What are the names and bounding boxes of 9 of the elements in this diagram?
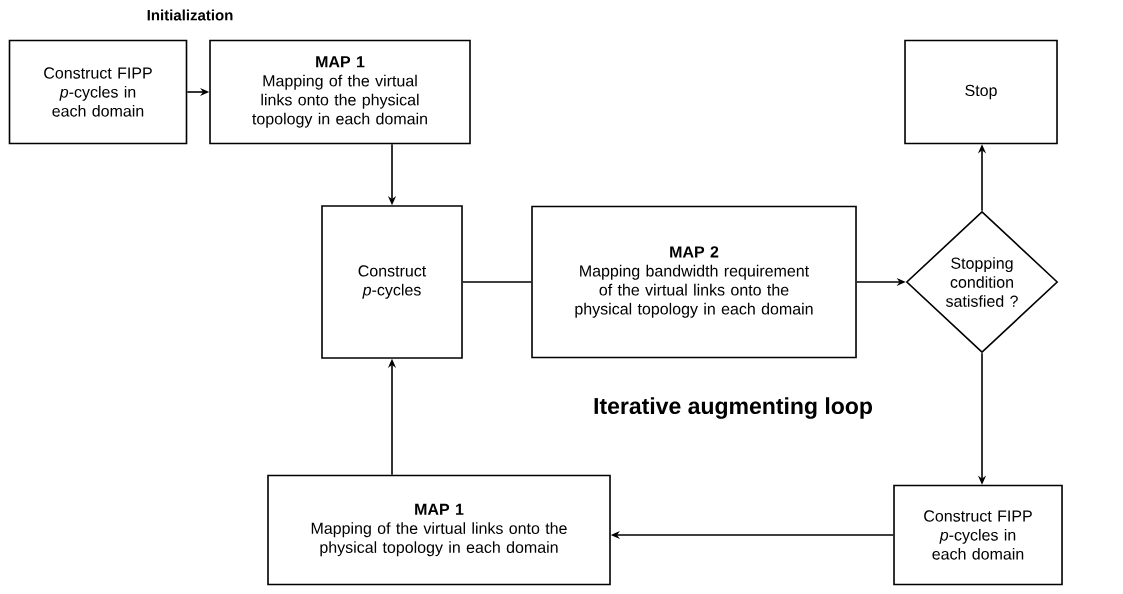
process-box: Construct FIPP p-cycles in each domain [893,484,1063,586]
section-heading: Iterative augmenting loop [594,397,872,419]
process-box: MAP 2 Mapping bandwidth requirement of the virtual links onto the physical topology in each domain [531,205,857,359]
process-box: MAP 1 Mapping of the virtual links onto the physical topology in each domain [209,39,471,145]
process-box: Construct FIPP p-cycles in each domain [8,39,188,145]
section-heading: Initialization [147,9,233,21]
process-box: Construct p-cycles [321,205,463,359]
process-box: Stop [904,39,1058,145]
process-box: MAP 1 Mapping of the virtual links onto the physical topology in each domain [267,474,611,586]
